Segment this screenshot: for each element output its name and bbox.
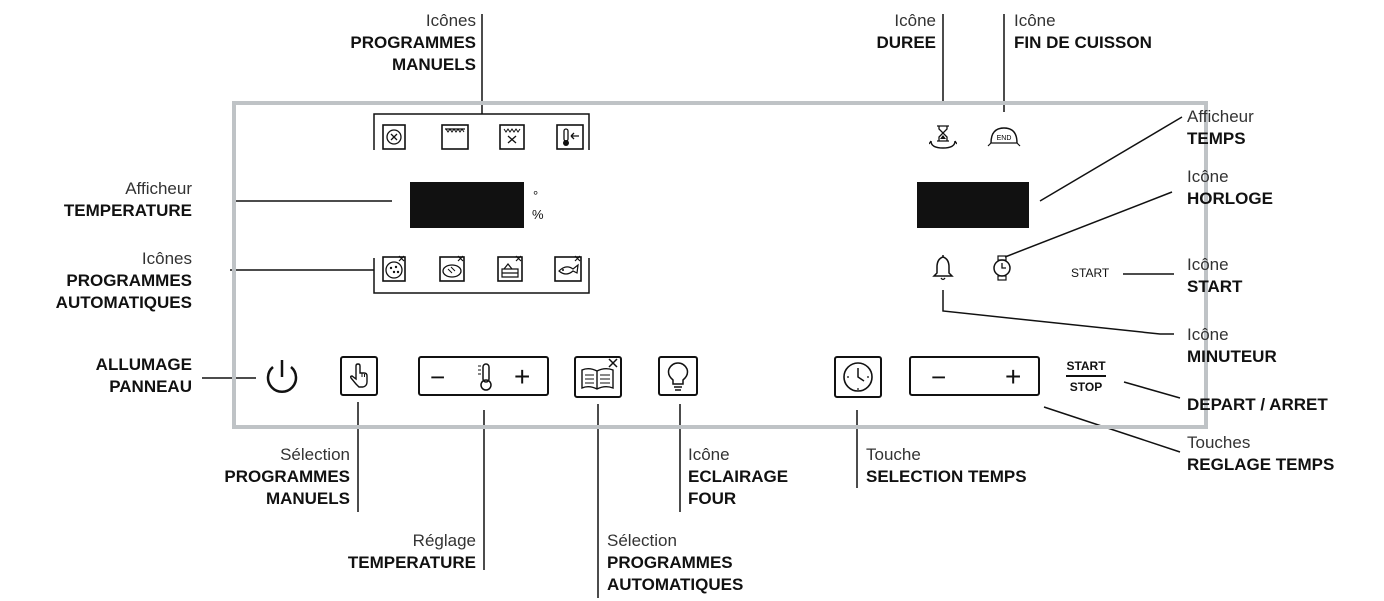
label-icone-duree: Icône DUREE — [876, 11, 936, 52]
start-stop-button[interactable]: START STOP — [1066, 359, 1106, 394]
temperature-plus-button[interactable]: + — [514, 361, 531, 392]
svg-text:END: END — [997, 135, 1012, 142]
label-reglage-temperature: Réglage TEMPERATURE — [347, 531, 476, 572]
time-adjust-keys[interactable]: − + — [909, 356, 1040, 396]
time-display — [917, 182, 1029, 228]
hourglass-duration-icon — [929, 125, 957, 149]
label-touche-selection-temps: Touche SELECTION TEMPS — [866, 445, 1027, 486]
end-cooking-icon: END — [987, 127, 1021, 147]
label-icones-programmes-automatiques: Icônes PROGRAMMES AUTOMATIQUES — [55, 249, 192, 312]
cake-program-icon — [497, 255, 523, 282]
label-depart-arret: DEPART / ARRET — [1187, 395, 1328, 414]
oven-light-button[interactable] — [658, 356, 698, 396]
label-icones-programmes-manuels: Icônes PROGRAMMES MANUELS — [350, 11, 476, 74]
degree-symbol: ° — [533, 188, 539, 203]
thermometer-icon — [478, 363, 492, 391]
automatic-programs-button[interactable] — [574, 356, 622, 398]
fish-program-icon — [554, 255, 582, 282]
temperature-display — [410, 182, 524, 228]
recipe-book-icon — [581, 358, 618, 390]
label-touches-reglage-temps: Touches REGLAGE TEMPS — [1187, 433, 1335, 474]
fan-program-icon — [382, 124, 406, 150]
clock-icon — [993, 255, 1011, 281]
time-select-button[interactable] — [834, 356, 882, 398]
manual-programs-button[interactable] — [340, 356, 378, 396]
temperature-adjust-keys[interactable]: − + — [418, 356, 549, 396]
hand-pointer-icon — [349, 363, 368, 388]
label-icone-horloge: Icône HORLOGE — [1187, 167, 1273, 208]
label-selection-programmes-manuels: Sélection PROGRAMMES MANUELS — [224, 445, 350, 508]
grill-fan-icon — [499, 124, 525, 150]
start-stop-bottom: STOP — [1069, 380, 1103, 394]
temperature-minus-button[interactable]: − — [430, 362, 446, 392]
label-icone-eclairage-four: Icône ECLAIRAGE FOUR — [688, 445, 789, 508]
power-icon[interactable] — [262, 357, 302, 397]
light-bulb-icon — [667, 362, 689, 391]
bell-timer-icon — [932, 255, 954, 281]
label-icone-fin-de-cuisson: Icône FIN DE CUISSON — [1014, 11, 1152, 52]
label-icone-start: Icône START — [1187, 255, 1243, 296]
pizza-program-icon — [382, 255, 406, 282]
time-plus-button[interactable]: + — [1005, 361, 1022, 392]
top-bottom-heat-icon — [441, 124, 469, 150]
label-afficheur-temps: Afficheur TEMPS — [1187, 107, 1254, 148]
label-allumage-panneau: ALLUMAGE PANNEAU — [95, 355, 192, 396]
bread-program-icon — [439, 255, 465, 282]
start-icon: START — [1071, 266, 1110, 280]
label-selection-programmes-automatiques: Sélection PROGRAMMES AUTOMATIQUES — [607, 531, 744, 594]
label-afficheur-temperature: Afficheur TEMPERATURE — [63, 179, 192, 220]
control-panel — [232, 101, 1208, 429]
percent-symbol: % — [532, 207, 544, 222]
start-stop-top: START — [1066, 359, 1106, 377]
time-minus-button[interactable]: − — [931, 362, 947, 392]
label-icone-minuteur: Icône MINUTEUR — [1187, 325, 1277, 366]
meat-probe-icon — [556, 124, 584, 150]
clock-select-icon — [843, 362, 873, 392]
